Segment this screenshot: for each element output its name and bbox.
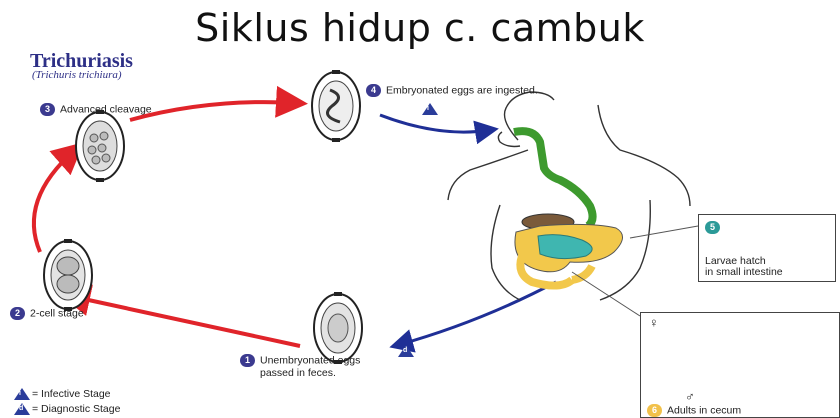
egg-advanced-cleavage [76,110,124,182]
adults-callout-box: ♀ ♂ 6 Adults in cecum [640,312,840,418]
male-symbol: ♂ [685,391,695,403]
stage-2-text: 2-cell stage [30,307,84,319]
stage-2-label: 2 2-cell stage [10,307,84,320]
larvae-callout-box: 5 Larvae hatch in small intestine [698,214,836,282]
stage-4-number: 4 [366,84,381,97]
stage-6-text: Adults in cecum [667,404,741,416]
stage-4-label: 4 Embryonated eggs are ingested. [366,84,538,97]
diagnostic-stage-marker: d [398,342,416,360]
legend-diagnostic: d = Diagnostic Stage [14,403,120,415]
stage-5-number: 5 [705,221,720,234]
stage-1-text-line1: Unembryonated eggs [260,354,360,366]
arrow-host-to-1 [398,282,556,345]
infective-marker-letter: i [427,105,429,112]
stage-6-label: 6 Adults in cecum [647,404,741,417]
legend-infective-text: = Infective Stage [32,388,111,400]
egg-embryonated [312,70,360,142]
diagnostic-marker-letter: d [403,347,407,354]
stage-2-number: 2 [10,307,25,320]
legend-infective: i = Infective Stage [14,388,111,400]
stage-3-number: 3 [40,103,55,116]
legend-diagnostic-symbol: d [19,405,23,412]
stage-1-number: 1 [240,354,255,367]
egg-2-cell [44,239,92,311]
stage-1-text-line2: passed in feces. [260,367,336,379]
legend-infective-symbol: i [19,390,21,397]
stage-1-label: 1 Unembryonated eggs passed in feces. [240,354,360,379]
infective-stage-marker: i [422,100,440,118]
female-symbol: ♀ [649,317,659,329]
stage-6-number: 6 [647,404,662,417]
stage-3-label: 3 Advanced cleavage [40,103,152,116]
stage-3-text: Advanced cleavage [60,103,152,115]
stage-5-text-line2: in small intestine [705,266,783,278]
arrow-1-to-2 [70,296,300,346]
stage-4-text: Embryonated eggs are ingested. [386,84,538,96]
arrow-2-to-3 [34,150,75,252]
esophagus [514,131,593,226]
legend-diagnostic-text: = Diagnostic Stage [32,403,120,415]
arrow-3-to-4 [130,102,296,120]
stomach-and-intestines [515,214,623,286]
human-host [448,92,690,300]
